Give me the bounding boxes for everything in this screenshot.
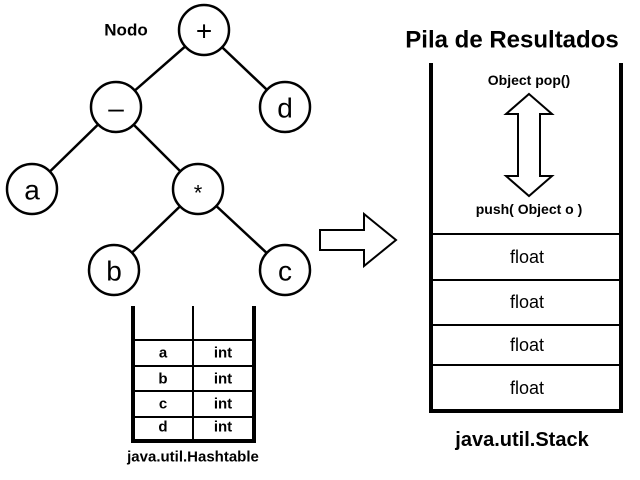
hashtable-caption: java.util.Hashtable [126, 449, 259, 466]
node-circle [258, 243, 312, 297]
node-symbol: d [277, 93, 293, 124]
hashtable-value: int [214, 396, 232, 413]
node-circle [87, 243, 141, 297]
node-symbol: a [24, 175, 40, 206]
tree-node-times: * [171, 162, 225, 216]
node-symbol: * [194, 181, 203, 206]
hashtable-key: d [158, 419, 167, 436]
node-circle [5, 162, 59, 216]
tree-nodes: + – d a * b c [5, 3, 312, 297]
hashtable-value: int [214, 419, 232, 436]
hashtable-key: c [159, 396, 167, 413]
tree-node-plus: + [177, 3, 231, 57]
hashtable: a int b int c int d int java.util.Hashtable [126, 306, 259, 466]
stack: Pila de Resultados Object pop() push( Ob… [405, 27, 623, 451]
tree-node-minus: – [89, 80, 143, 134]
tree-node-c: c [258, 243, 312, 297]
stack-container [429, 63, 623, 413]
node-symbol: c [278, 256, 292, 287]
push-label: push( Object o ) [476, 201, 583, 217]
tree-edges [31, 29, 286, 271]
node-circle [177, 3, 231, 57]
hashtable-key: a [159, 345, 168, 362]
stack-caption: java.util.Stack [454, 429, 589, 451]
hashtable-value: int [214, 371, 232, 388]
tree-node-b: b [87, 243, 141, 297]
tree-node-d: d [258, 80, 312, 134]
hashtable-value: int [214, 345, 232, 362]
node-circle [171, 162, 225, 216]
right-arrow-icon [319, 211, 398, 269]
stack-item: float [510, 292, 544, 312]
node-circle [89, 80, 143, 134]
node-symbol: – [108, 93, 124, 124]
hashtable-key: b [158, 371, 167, 388]
node-symbol: + [196, 16, 212, 47]
node-symbol: b [106, 256, 122, 287]
stack-item: float [510, 378, 544, 398]
stack-item: float [510, 335, 544, 355]
push-pop-arrow-icon [503, 92, 555, 198]
node-circle [258, 80, 312, 134]
stack-title: Pila de Resultados [405, 27, 618, 54]
tree-node-a: a [5, 162, 59, 216]
pop-label: Object pop() [488, 72, 570, 88]
tree-label: Nodo [104, 21, 147, 40]
stack-item: float [510, 247, 544, 267]
